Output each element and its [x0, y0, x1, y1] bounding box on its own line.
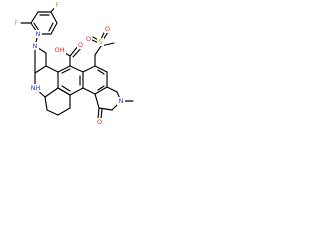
bond-skeleton — [20, 5, 134, 120]
lactam-nitrogen-label: N — [119, 97, 124, 105]
sulfur-label: S — [98, 38, 102, 46]
fluorine-atom-left: F — [13, 19, 20, 27]
chemical-structure-diagram: F F N N NH OH O S — [13, 1, 134, 126]
sulfonyl-oxygen-left-atom: O — [85, 35, 92, 43]
amine-nh-label: NH — [31, 84, 41, 92]
sulfonyl-oxygen-top-atom: O — [104, 25, 111, 33]
pyridine-nitrogen-label: N — [36, 30, 41, 38]
sulfur-atom: S — [97, 38, 104, 46]
hydroxyl-label: OH — [55, 46, 65, 54]
sulfonyl-oxygen-left-label: O — [86, 35, 91, 43]
lactam-nitrogen-atom: N — [117, 97, 125, 105]
lactam-oxygen-label: O — [97, 118, 102, 126]
carboxyl-oxygen-label: O — [78, 41, 83, 49]
piperidine-nitrogen-atom: N — [31, 42, 39, 50]
atom-labels: F F N N NH OH O S — [13, 1, 125, 126]
amine-nh-atom: NH — [29, 84, 42, 92]
piperidine-nitrogen-label: N — [33, 42, 38, 50]
fluorine-label-top: F — [56, 1, 60, 9]
fluorine-atom-top: F — [54, 1, 61, 9]
sulfonyl-oxygen-top-label: O — [105, 25, 110, 33]
hydroxyl-atom: OH — [53, 46, 66, 54]
carboxyl-oxygen-atom: O — [77, 41, 84, 49]
fluorine-label-left: F — [15, 19, 19, 27]
pyridine-nitrogen-atom: N — [34, 30, 42, 38]
lactam-oxygen-atom: O — [96, 118, 103, 126]
